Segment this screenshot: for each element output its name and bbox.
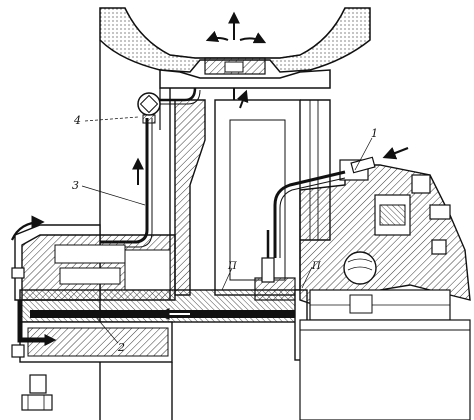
callout-3: 3 — [72, 179, 79, 192]
air-outflow-arrows — [205, 11, 267, 44]
arrow-left-icon — [205, 30, 229, 43]
air-inlet-line — [273, 146, 409, 258]
valve-icon — [137, 92, 161, 124]
arrow-up-icon — [237, 89, 249, 109]
arrow-left-icon — [382, 146, 409, 160]
cavity-label-left: П — [228, 261, 237, 272]
hub-bolts — [11, 267, 53, 411]
wheel-rim — [159, 57, 331, 89]
callout-2: 2 — [118, 341, 125, 354]
callout-1: 1 — [371, 127, 378, 140]
hub-housing — [10, 215, 176, 301]
callout-4: 4 — [74, 114, 81, 127]
arrow-right-icon — [239, 32, 267, 44]
callout-leaders — [81, 116, 373, 344]
wheel-disc-left — [99, 40, 171, 420]
cavity-label-right: П — [312, 261, 321, 272]
arrow-right-icon — [10, 215, 45, 241]
steering-knuckle — [299, 159, 471, 420]
